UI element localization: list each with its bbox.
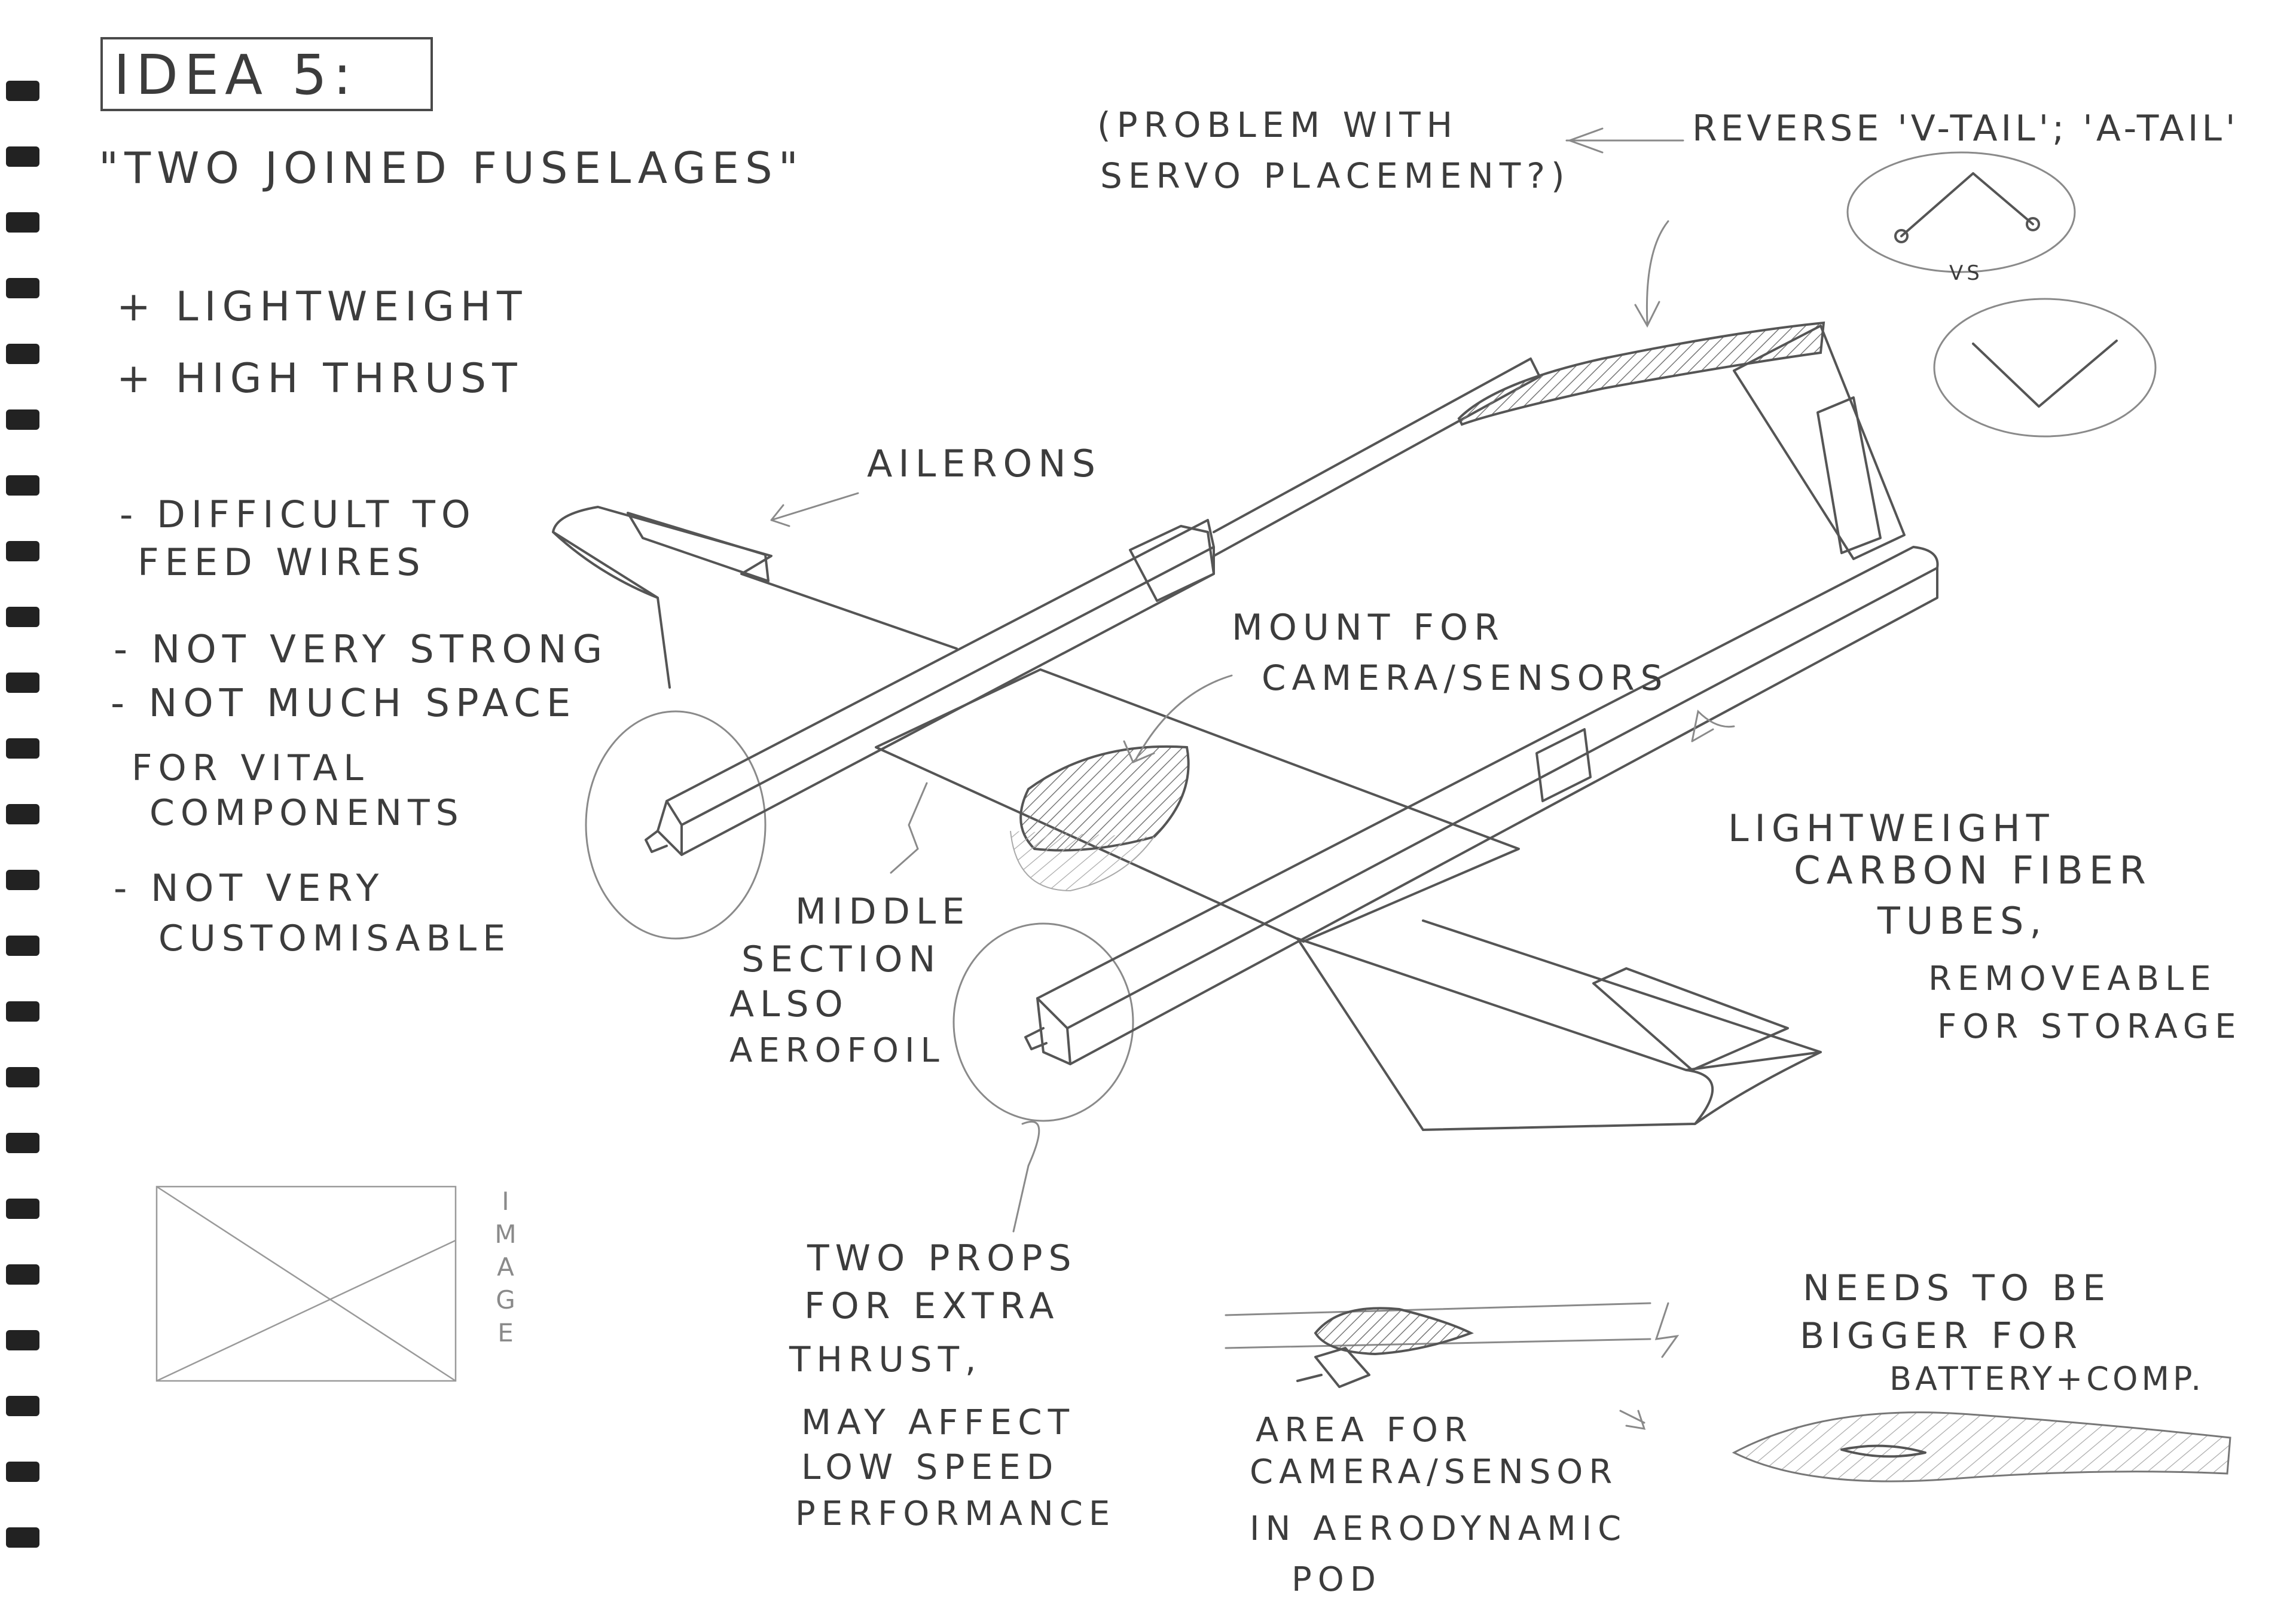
pod-label: POD: [1292, 1560, 1382, 1599]
left-aileron: [627, 512, 770, 582]
left-prop-disc: [585, 710, 767, 940]
props-label: THRUST,: [789, 1339, 982, 1380]
pod-label: IN AERODYNAMIC: [1250, 1509, 1628, 1548]
pro-item: + LIGHTWEIGHT: [117, 283, 528, 331]
con-item: FOR VITAL: [132, 747, 370, 789]
middle-label: MIDDLE: [795, 891, 971, 933]
pod-label: AREA FOR: [1256, 1411, 1473, 1450]
right-prop-disc: [952, 922, 1134, 1122]
tail-note: REVERSE 'V-TAIL'; 'A-TAIL': [1692, 108, 2239, 149]
tubes-arrow: [1691, 709, 1735, 742]
mount-arrow: [1123, 674, 1233, 763]
a-tail-surface: [1457, 321, 1825, 426]
props-label: FOR EXTRA: [804, 1285, 1060, 1327]
bigger-label: BIGGER FOR: [1800, 1315, 2083, 1357]
right-prop-hub: [1024, 1027, 1048, 1050]
middle-label: AEROFOIL: [729, 1031, 945, 1070]
tail-comparison: [1846, 151, 2157, 438]
v-tail-oval: [1933, 298, 2157, 438]
bigger-label: NEEDS TO BE: [1803, 1267, 2112, 1309]
middle-label: SECTION: [741, 939, 942, 980]
tubes-label: CARBON FIBER: [1794, 849, 2152, 893]
props-label: LOW SPEED: [801, 1447, 1060, 1487]
servo-arrow: [1565, 127, 1684, 154]
tubes-label: REMOVEABLE: [1928, 959, 2217, 998]
con-item: CUSTOMISABLE: [158, 918, 511, 959]
camera-pod-shadow: [1010, 830, 1155, 892]
middle-section-arrow: [890, 782, 928, 874]
props-label: PERFORMANCE: [795, 1494, 1116, 1533]
subtitle: "TWO JOINED FUSELAGES": [99, 143, 804, 193]
right-fuselage-boom: [1036, 546, 1939, 1065]
props-arrow: [1012, 1120, 1040, 1233]
tail-servo-slot: [1816, 396, 1882, 554]
tubes-label: TUBES,: [1877, 899, 2048, 943]
spiral-binding: [6, 81, 39, 1548]
con-item: COMPONENTS: [149, 792, 465, 834]
a-tail-mini: [1900, 172, 2034, 237]
con-item: FEED WIRES: [138, 540, 426, 584]
con-item: - NOT VERY STRONG: [114, 628, 609, 672]
middle-section: [875, 668, 1520, 943]
left-tail-boom: [1213, 357, 1541, 557]
v-tail-mini: [1972, 340, 2118, 408]
tubes-label: FOR STORAGE: [1937, 1007, 2242, 1046]
title-box: [100, 37, 433, 111]
bigger-label: BATTERY+COMP.: [1889, 1360, 2205, 1398]
props-label: MAY AFFECT: [801, 1402, 1076, 1442]
pro-item: + HIGH THRUST: [117, 355, 523, 402]
mount-label: CAMERA/SENSORS: [1262, 658, 1669, 698]
ailerons-label: AILERONS: [867, 442, 1102, 485]
bigger-pod-sketch: [1732, 1411, 2231, 1483]
a-tail-fin: [1733, 325, 1906, 560]
con-item: - NOT VERY: [114, 866, 385, 910]
tubes-label: LIGHTWEIGHT: [1728, 806, 2055, 850]
left-boom-sleeve: [1129, 525, 1215, 602]
right-wing: [1296, 919, 1822, 1131]
pod-label: CAMERA/SENSOR: [1250, 1453, 1619, 1491]
zigzag-mark: [1654, 1302, 1680, 1358]
image-placeholder-box: [155, 1185, 457, 1382]
servo-note: (PROBLEM WITH: [1097, 105, 1459, 145]
page-title: IDEA 5:: [114, 43, 358, 107]
middle-label: ALSO: [729, 983, 849, 1025]
pod-cross-section: [1225, 1302, 1651, 1388]
ailerons-arrow: [770, 492, 859, 527]
tail-arrow: [1634, 220, 1669, 328]
right-aileron: [1592, 967, 1789, 1071]
props-label: TWO PROPS: [807, 1237, 1077, 1279]
servo-note: SERVO PLACEMENT?): [1100, 155, 1571, 196]
image-placeholder-label: IMAGE: [490, 1187, 520, 1351]
image-label: IMAGE: [491, 1187, 520, 1351]
right-boom-sleeve: [1535, 728, 1592, 802]
left-wing: [552, 506, 958, 689]
mount-label: MOUNT FOR: [1232, 607, 1505, 649]
pod-arrow: [1619, 1410, 1646, 1430]
con-item: - NOT MUCH SPACE: [111, 681, 577, 726]
vs-label: VS: [1949, 261, 1983, 285]
a-tail-oval: [1846, 151, 2076, 273]
leader-lines: [770, 127, 1735, 1430]
aircraft-sketch: [552, 321, 1939, 1131]
con-item: - DIFFICULT TO: [120, 493, 477, 536]
left-prop-hub: [645, 830, 668, 853]
